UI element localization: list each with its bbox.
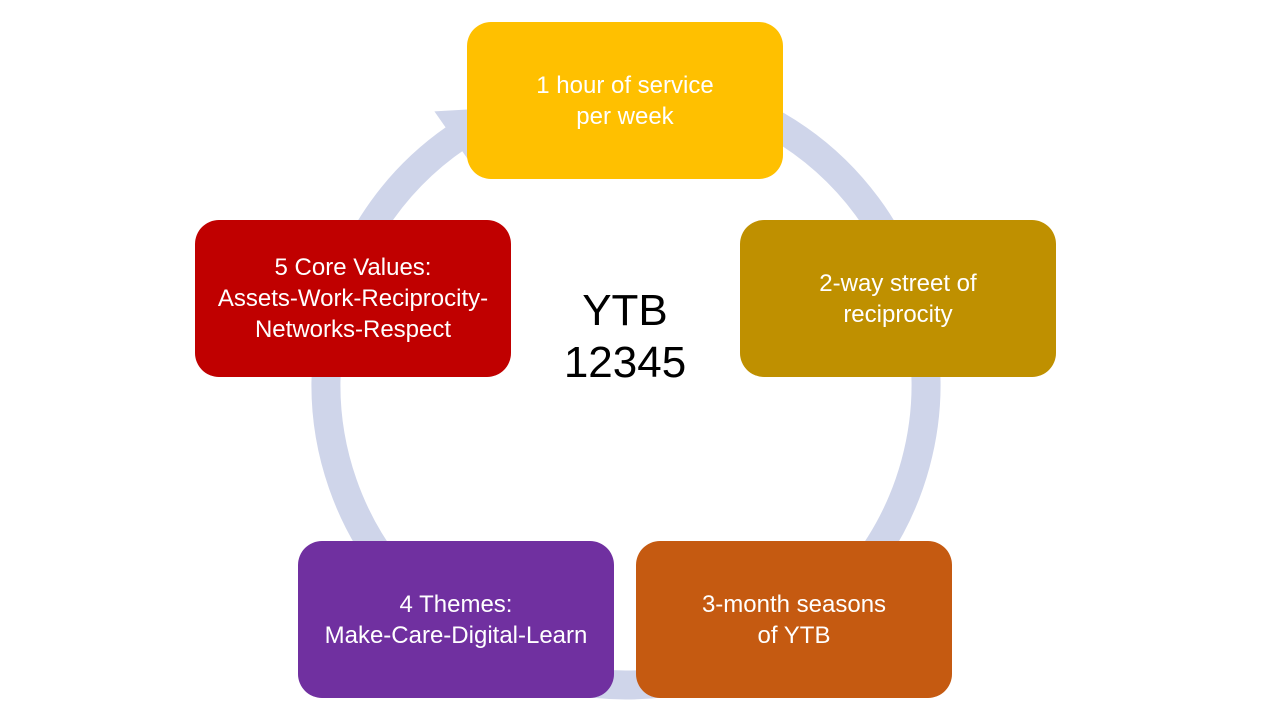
node-reciprocity-line-1: 2-way street of: [819, 269, 977, 297]
node-seasons: 3-month seasons of YTB: [636, 541, 952, 698]
node-weekly-service-line-2: per week: [576, 102, 674, 130]
node-core-values-line-3: Networks-Respect: [254, 316, 452, 343]
node-reciprocity-line-2: reciprocity: [843, 300, 953, 328]
center-label-line-1: YTB: [582, 286, 668, 335]
node-seasons-line-2: of YTB: [757, 621, 831, 649]
node-weekly-service-line-1: 1 hour of service: [536, 71, 714, 99]
node-seasons-line-1: 3-month seasons: [701, 590, 887, 618]
center-label-line-2: 12345: [563, 338, 687, 387]
node-core-values-line-1: 5 Core Values:: [274, 254, 432, 281]
node-core-values: 5 Core Values: Assets-Work-Reciprocity- …: [195, 220, 511, 377]
node-themes-line-1: 4 Themes:: [399, 590, 513, 618]
node-reciprocity: 2-way street of reciprocity: [740, 220, 1056, 377]
node-themes: 4 Themes: Make-Care-Digital-Learn: [298, 541, 614, 698]
node-weekly-service: 1 hour of service per week: [467, 22, 783, 179]
node-core-values-line-2: Assets-Work-Reciprocity-: [217, 285, 489, 312]
node-themes-line-2: Make-Care-Digital-Learn: [324, 621, 588, 649]
center-label: YTB 12345: [525, 285, 725, 389]
